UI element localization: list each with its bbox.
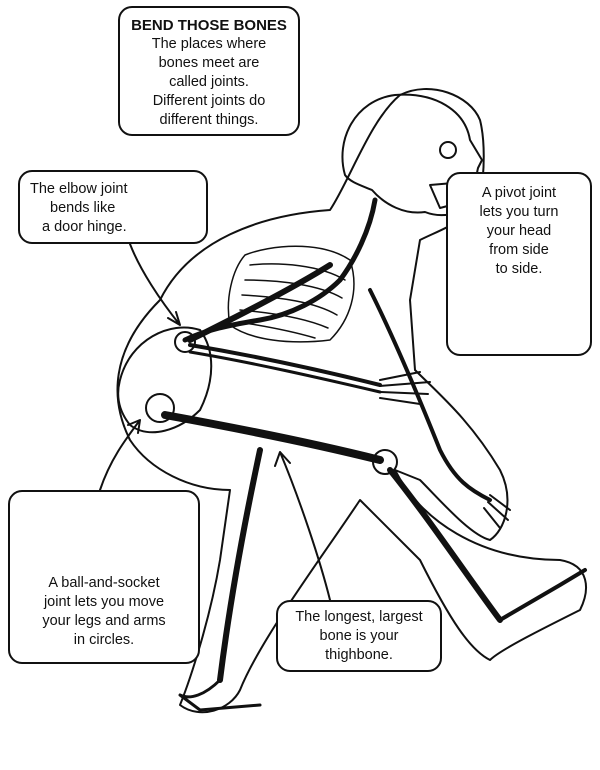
ball-and-socket-callout: A ball-and-socket joint lets you move yo…: [8, 490, 200, 664]
thighbone-pointer-arrow: [274, 451, 331, 601]
upper-arm-bone: [187, 262, 333, 343]
pivot-joint-callout: A pivot joint lets you turn your head fr…: [446, 172, 592, 356]
back-leg: [217, 447, 263, 683]
title-callout: BEND THOSE BONES The places where bones …: [118, 6, 300, 136]
thighbone-callout-line: bone is your: [319, 628, 399, 644]
elbow-pointer-arrow: [129, 243, 181, 326]
thighbone-callout-line: thighbone.: [325, 647, 393, 663]
pivot-callout-line: to side.: [495, 261, 543, 277]
title-line: Different joints do: [152, 93, 266, 109]
thighbone: [161, 411, 384, 464]
ball-callout-line: in circles.: [73, 632, 135, 648]
body-outline: [116, 88, 587, 714]
eye-socket: [439, 141, 457, 159]
ball-callout-line: joint lets you move: [43, 594, 165, 610]
second-arm: [368, 288, 492, 502]
thighbone-callout: The longest, largest bone is your thighb…: [276, 600, 442, 672]
thighbone-callout-line: The longest, largest: [295, 609, 423, 625]
ball-callout-line: A ball-and-socket: [48, 575, 160, 591]
pivot-callout-line: A pivot joint: [481, 185, 557, 201]
spine: [182, 197, 378, 343]
forearm-bones: [188, 343, 382, 387]
shin-bones: [387, 467, 503, 623]
title-line: called joints.: [169, 74, 249, 90]
pelvis: [117, 326, 213, 434]
title-heading: BEND THOSE BONES: [131, 17, 287, 34]
title-line: The places where: [151, 36, 267, 52]
pivot-callout-line: from side: [489, 242, 549, 258]
elbow-callout-line: bends like: [50, 200, 116, 216]
elbow-joint: [174, 331, 196, 353]
rib-cage: [227, 245, 355, 343]
hip-joint: [145, 393, 175, 423]
knee-joint: [372, 449, 398, 475]
hand-bones: [379, 371, 431, 405]
elbow-callout-line: The elbow joint: [30, 181, 128, 197]
title-line: different things.: [159, 112, 259, 128]
elbow-callout-line: a door hinge.: [42, 219, 127, 235]
pivot-callout-line: lets you turn: [479, 204, 559, 220]
pivot-callout-line: your head: [486, 223, 552, 239]
elbow-joint-callout: The elbow joint bends like a door hinge.: [18, 170, 208, 244]
ball-pointer-arrow: [99, 419, 141, 491]
title-line: bones meet are: [158, 55, 260, 71]
ball-callout-line: your legs and arms: [42, 613, 166, 629]
